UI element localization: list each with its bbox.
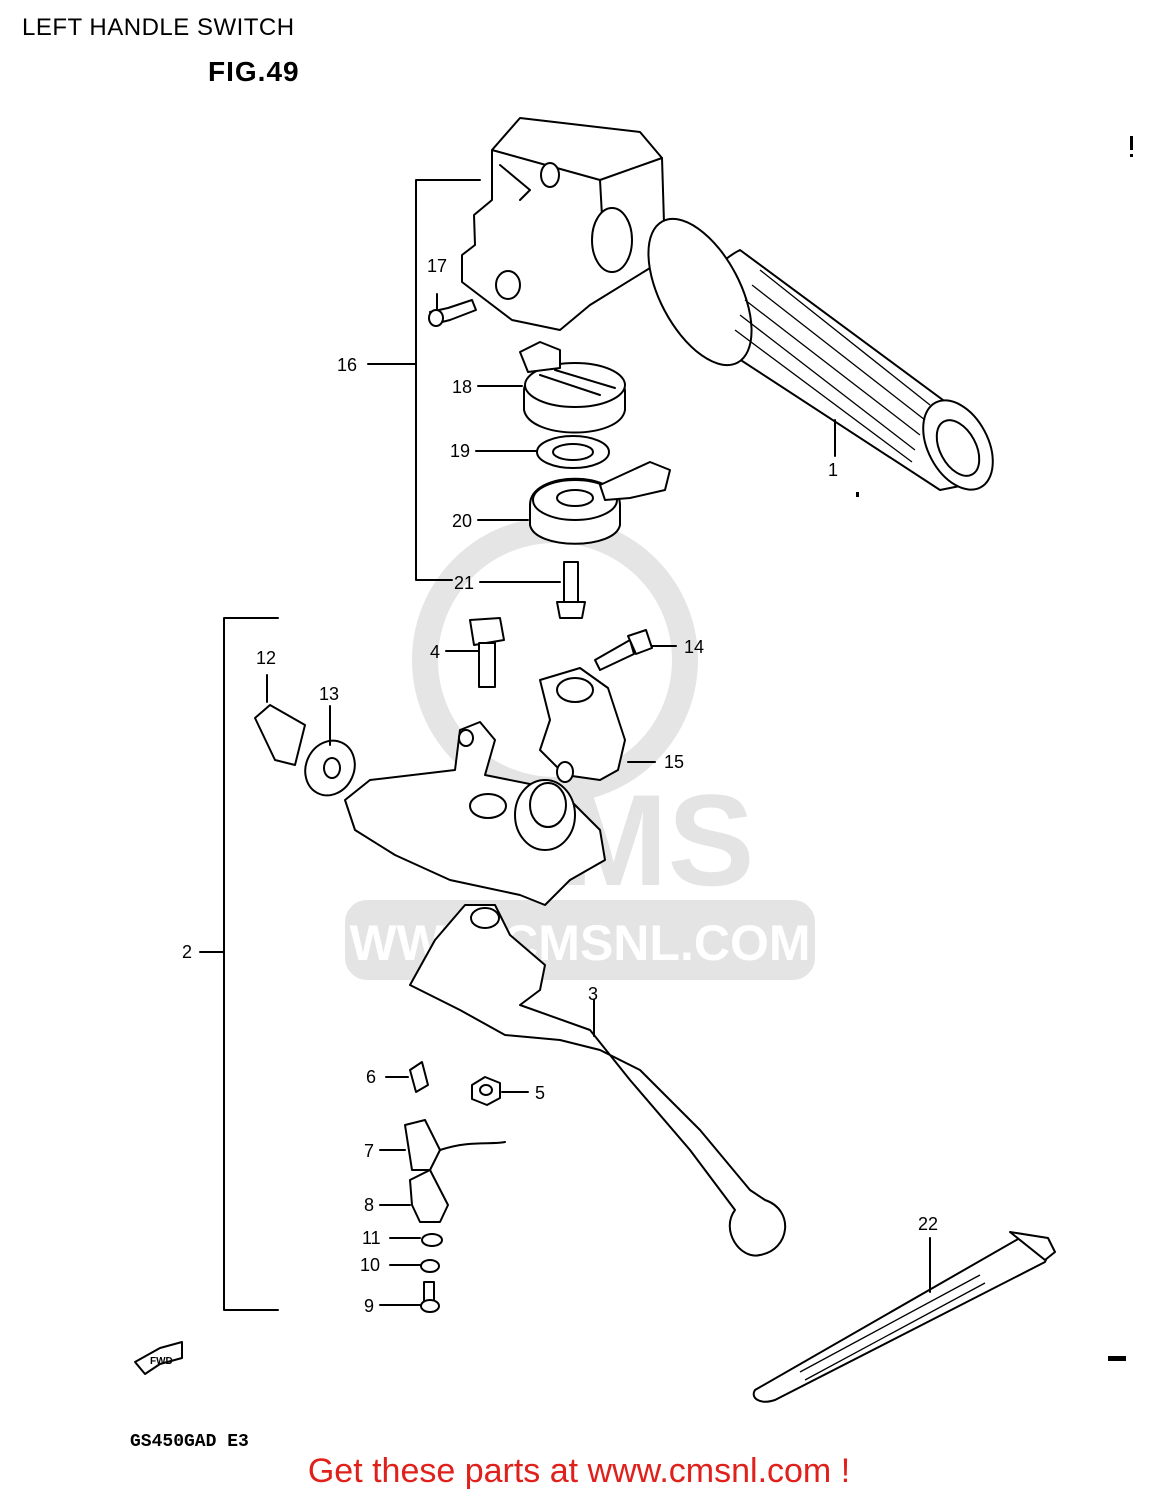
switch-housing-part (461, 117, 666, 331)
bracket-16 (415, 179, 481, 581)
washer-part-11 (421, 1233, 443, 1247)
callout-4: 4 (430, 642, 440, 662)
callout-9: 9 (364, 1296, 374, 1316)
callout-19: 19 (450, 441, 470, 461)
callout-8: 8 (364, 1195, 374, 1215)
forward-direction-badge: FWD (134, 1341, 183, 1375)
pin-part-6 (409, 1061, 429, 1093)
grip-part-1 (647, 217, 994, 491)
callout-22: 22 (918, 1214, 938, 1234)
screw-part-17 (428, 293, 477, 327)
clamp-part-15 (539, 667, 626, 783)
nut-part-5 (471, 1076, 501, 1106)
bolt-part-4 (469, 617, 505, 688)
bracket-2 (223, 617, 279, 1311)
figure-label: FIG.49 (208, 56, 300, 87)
cable-tie-part-22 (752, 1231, 1056, 1403)
watermark-url: WWW.CMSNL.COM (349, 915, 810, 971)
callout-13: 13 (319, 684, 339, 704)
callout-12: 12 (256, 648, 276, 668)
nut-part-13 (304, 705, 356, 797)
screw-part-21 (556, 561, 586, 619)
model-code: GS450GAD E3 (130, 1432, 249, 1452)
bolt-part-14 (594, 629, 653, 671)
callout-11: 11 (362, 1228, 381, 1248)
plate-part-8 (409, 1169, 449, 1223)
callout-17: 17 (427, 256, 447, 276)
callout-18: 18 (452, 377, 472, 397)
page-title: LEFT HANDLE SWITCH (22, 14, 295, 41)
callout-labels: 1 2 3 4 5 6 7 8 9 10 11 12 13 14 15 16 1… (182, 256, 938, 1316)
switch-part-7 (404, 1119, 506, 1171)
callout-10: 10 (360, 1255, 380, 1275)
callout-16: 16 (337, 355, 357, 375)
lever-bracket-part (344, 721, 606, 906)
callout-15: 15 (664, 752, 684, 772)
callout-5: 5 (535, 1083, 545, 1103)
scan-marks (856, 136, 1133, 1361)
callout-7: 7 (364, 1141, 374, 1161)
screw-part-9 (420, 1281, 440, 1313)
washer-part-19 (536, 435, 610, 469)
callout-20: 20 (452, 511, 472, 531)
lever-part-3 (409, 904, 787, 1257)
callout-3: 3 (588, 984, 598, 1004)
callout-21: 21 (454, 573, 474, 593)
fwd-label: FWD (150, 1356, 173, 1367)
washer-part-10 (420, 1259, 440, 1273)
switch-base-part-20 (529, 461, 671, 545)
callout-1: 1 (828, 460, 838, 480)
callout-2: 2 (182, 942, 192, 962)
callout-14: 14 (684, 637, 704, 657)
screw-part-12 (254, 674, 306, 766)
parts-link-banner[interactable]: Get these parts at www.cmsnl.com ! (307, 1452, 851, 1490)
switch-knob-part-18 (519, 341, 626, 434)
callout-6: 6 (366, 1067, 376, 1087)
